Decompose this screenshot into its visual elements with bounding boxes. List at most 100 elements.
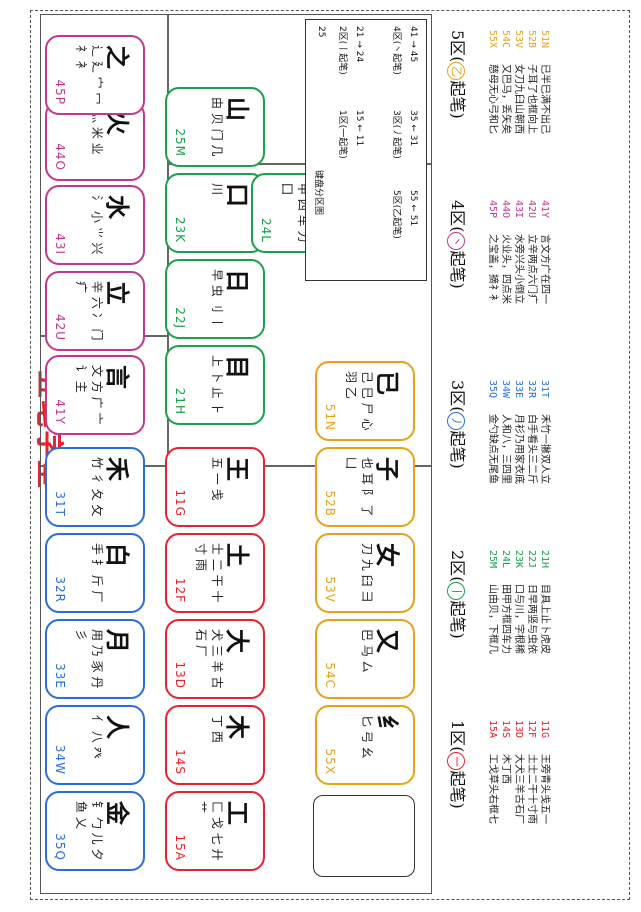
- legend-row: 45P之宝盖，摘礻衤: [486, 200, 499, 304]
- legend-code: 34W: [500, 380, 511, 399]
- key-code: 25M: [173, 128, 187, 157]
- legend-code: 32R: [526, 380, 537, 399]
- key-main-char: 金: [103, 801, 132, 825]
- legend-text: 人和八，三四里: [500, 414, 511, 484]
- key-main-char: 大: [223, 629, 252, 653]
- key-code: 33E: [53, 663, 67, 689]
- legend-row: 14S木丁西: [499, 720, 512, 824]
- legend-code: 31T: [539, 380, 550, 399]
- key-21h[interactable]: 目上 卜 止 ⺊21H: [165, 345, 265, 425]
- key-code: 14S: [173, 749, 187, 775]
- key-code: 51N: [323, 403, 337, 431]
- key-main-char: 工: [223, 801, 252, 825]
- legend-code: 13D: [513, 720, 524, 739]
- zone-label: 5区: [448, 30, 467, 57]
- key-radicals: 由 贝 门 几: [210, 97, 224, 157]
- legend-text: 之宝盖，摘礻衤: [487, 234, 498, 304]
- legend-row: 53V女刀九臼山朝西: [512, 30, 525, 134]
- panel-cell: 4区(丶起笔): [391, 26, 401, 75]
- legend-text: 慈母无心弓和匕: [487, 64, 498, 134]
- key-radicals: 川: [210, 183, 224, 196]
- legend-row: 55X慈母无心弓和匕: [486, 30, 499, 134]
- key-main-char: 目: [223, 355, 252, 379]
- legend-row: 52B 子耳了也框向上: [525, 30, 538, 134]
- legend-row: 32R白手看头三二斤: [525, 380, 538, 484]
- panel-cell: 35 ← 31: [408, 110, 418, 147]
- legend-code: 33E: [513, 380, 524, 399]
- key-main-char: 王: [223, 457, 252, 481]
- legend-text: 王旁青头戋五一: [539, 754, 550, 824]
- legend-text: 大犬三羊古石厂: [513, 754, 524, 824]
- legend-code: 44O: [500, 200, 511, 219]
- key-radicals: 竹 彳 夂 攵: [90, 457, 104, 517]
- legend-row: 12F土士二干十寸雨: [525, 720, 538, 824]
- key-code: 35Q: [53, 833, 67, 861]
- zone-suffix: 起笔): [448, 600, 467, 639]
- legend-text: 禾竹一撇双人立: [539, 414, 550, 484]
- key-code: 54C: [323, 662, 337, 689]
- key-main-char: 人: [103, 715, 132, 739]
- legend-row: 54C又巴马，丢矢矣: [499, 30, 512, 134]
- legend-row: 44O火业头，四点米: [499, 200, 512, 304]
- key-code: 52B: [323, 490, 337, 517]
- key-code: 11G: [173, 489, 187, 517]
- zone-badge-icon: 丶: [447, 232, 466, 251]
- key-main-char: 子: [373, 457, 402, 481]
- legend-row: 23K口与川，字根稀: [512, 550, 525, 654]
- legend-code: 54C: [500, 30, 511, 49]
- zone-label: 3区: [448, 380, 467, 407]
- panel-cell: 15 ← 11: [354, 110, 364, 147]
- key-code: 21H: [173, 387, 187, 415]
- legend-text: 子耳了也框向上: [526, 64, 537, 134]
- key-code: 34W: [53, 744, 67, 775]
- panel-cell: 5区(乙起笔): [391, 190, 401, 239]
- zone-title-2: 2区(丨起笔): [447, 550, 471, 639]
- key-code: 44O: [53, 143, 67, 171]
- legend-text: 言文方广在四一: [539, 234, 550, 304]
- panel-cell: 21 → 24: [354, 26, 364, 63]
- panel-cell: 键盘分区图: [313, 170, 323, 216]
- legend-row: 35Q金勺缺点无尾鱼: [486, 380, 499, 484]
- legend-row: 15A工戈草头右框七: [486, 720, 499, 824]
- panel-cell: 55 ← 51: [408, 190, 418, 227]
- legend-text: 工戈草头右框七: [487, 754, 498, 824]
- legend-text: 田甲方框四车力: [500, 584, 511, 654]
- legend-row: 11G王旁青头戋五一: [538, 720, 551, 824]
- zone-suffix: 起笔): [448, 430, 467, 469]
- legend-text: 已半巳满不出己: [539, 64, 550, 134]
- panel-cell: 2区(丨起笔): [337, 26, 347, 75]
- legend-text: 月衫乃用家衣底: [513, 414, 524, 484]
- space-key[interactable]: [313, 795, 415, 877]
- panel-cell: 41 → 45: [408, 26, 418, 63]
- key-code: 13D: [173, 661, 187, 689]
- legend-code: 52B: [526, 30, 537, 49]
- key-main-char: 土: [223, 543, 252, 567]
- legend-code: 14S: [500, 720, 511, 739]
